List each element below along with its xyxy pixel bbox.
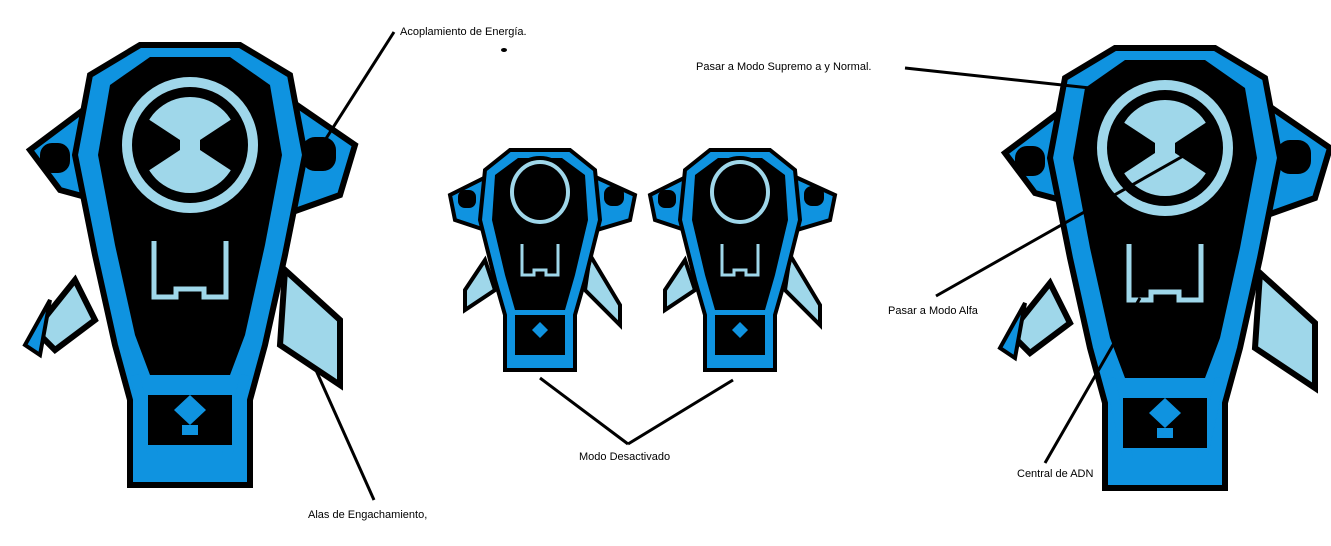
callout-line-desactivado-right bbox=[627, 378, 734, 446]
label-supremo: Pasar a Modo Supremo a y Normal. bbox=[696, 61, 872, 73]
callout-line-acoplamiento bbox=[318, 31, 396, 149]
callout-line-adn bbox=[1043, 297, 1142, 464]
callout-line-supremo bbox=[904, 66, 1091, 90]
label-alfa: Pasar a Modo Alfa bbox=[888, 305, 978, 317]
label-adn: Central de ADN bbox=[1017, 468, 1094, 480]
large-device-left bbox=[25, 45, 355, 485]
callout-line-alas bbox=[313, 367, 376, 501]
small-device-right bbox=[648, 148, 837, 372]
callout-line-desactivado-left bbox=[539, 376, 629, 446]
label-desactivado: Modo Desactivado bbox=[579, 451, 671, 463]
callout-line-alfa bbox=[935, 153, 1186, 298]
stray-dot bbox=[501, 48, 507, 52]
label-alas: Alas de Engachamiento, bbox=[308, 509, 428, 521]
small-device-left bbox=[448, 148, 637, 372]
large-device-right bbox=[1000, 48, 1330, 488]
label-acoplamiento: Acoplamiento de Energía. bbox=[400, 26, 527, 38]
callout-lines bbox=[313, 31, 1186, 501]
